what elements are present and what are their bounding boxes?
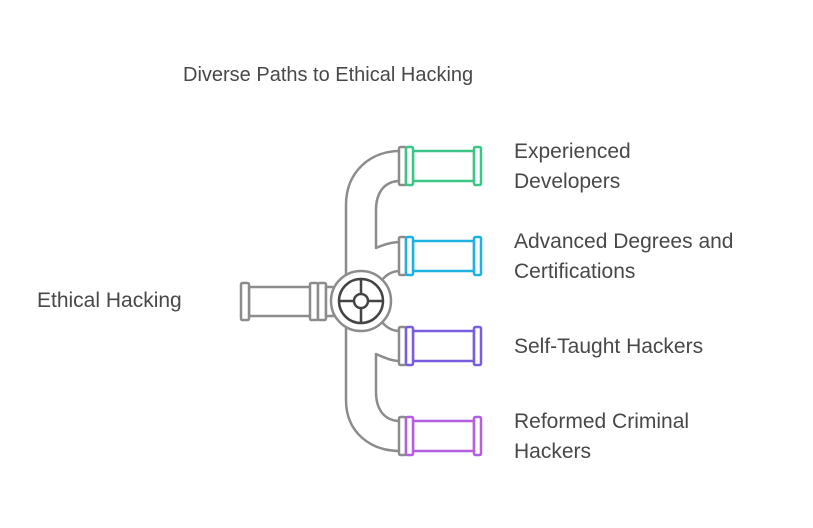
branch-pipe-4 — [404, 415, 483, 457]
source-label: Ethical Hacking — [37, 289, 182, 312]
label-line: Developers — [514, 170, 621, 193]
pipe-cap — [404, 415, 415, 457]
label-line: Certifications — [514, 260, 636, 283]
pipe-end-cap — [472, 415, 483, 457]
label-line: Experienced — [514, 140, 631, 163]
branch-label-reformed-criminal: Reformed Criminal Hackers — [514, 407, 689, 467]
pipe-body — [411, 239, 476, 273]
label-line: Advanced Degrees and — [514, 230, 734, 253]
pipe-body — [411, 419, 476, 453]
pipe-body — [411, 149, 476, 183]
manifold-inner-bottom — [374, 352, 401, 423]
pipe-cap — [404, 235, 415, 277]
branch-label-experienced-developers: Experienced Developers — [514, 137, 631, 197]
pipe-body — [411, 329, 476, 363]
label-line: Reformed Criminal — [514, 410, 690, 433]
manifold-inner-top — [374, 179, 401, 250]
pipe-end-cap — [472, 145, 483, 187]
manifold-outer — [344, 149, 401, 453]
pipe-end-cap — [472, 235, 483, 277]
manifold-inner-mid-top — [381, 269, 401, 281]
manifold-inner-mid-bottom — [381, 321, 401, 333]
branch-label-self-taught: Self-Taught Hackers — [514, 332, 703, 362]
branch-pipe-3 — [404, 325, 483, 367]
diagram-title: Diverse Paths to Ethical Hacking — [183, 64, 474, 86]
source-pipe-body — [247, 285, 313, 318]
label-line: Hackers — [514, 440, 592, 463]
branch-pipe-1 — [404, 145, 483, 187]
pipe-end-cap — [472, 325, 483, 367]
branch-label-advanced-degrees: Advanced Degrees and Certifications — [514, 227, 734, 287]
label-line: Self-Taught Hackers — [514, 335, 704, 358]
pipe-cap — [404, 325, 415, 367]
pipe-cap — [404, 145, 415, 187]
valve-icon — [337, 277, 385, 325]
branch-pipe-2 — [404, 235, 483, 277]
source-pipe-cap — [239, 281, 251, 322]
